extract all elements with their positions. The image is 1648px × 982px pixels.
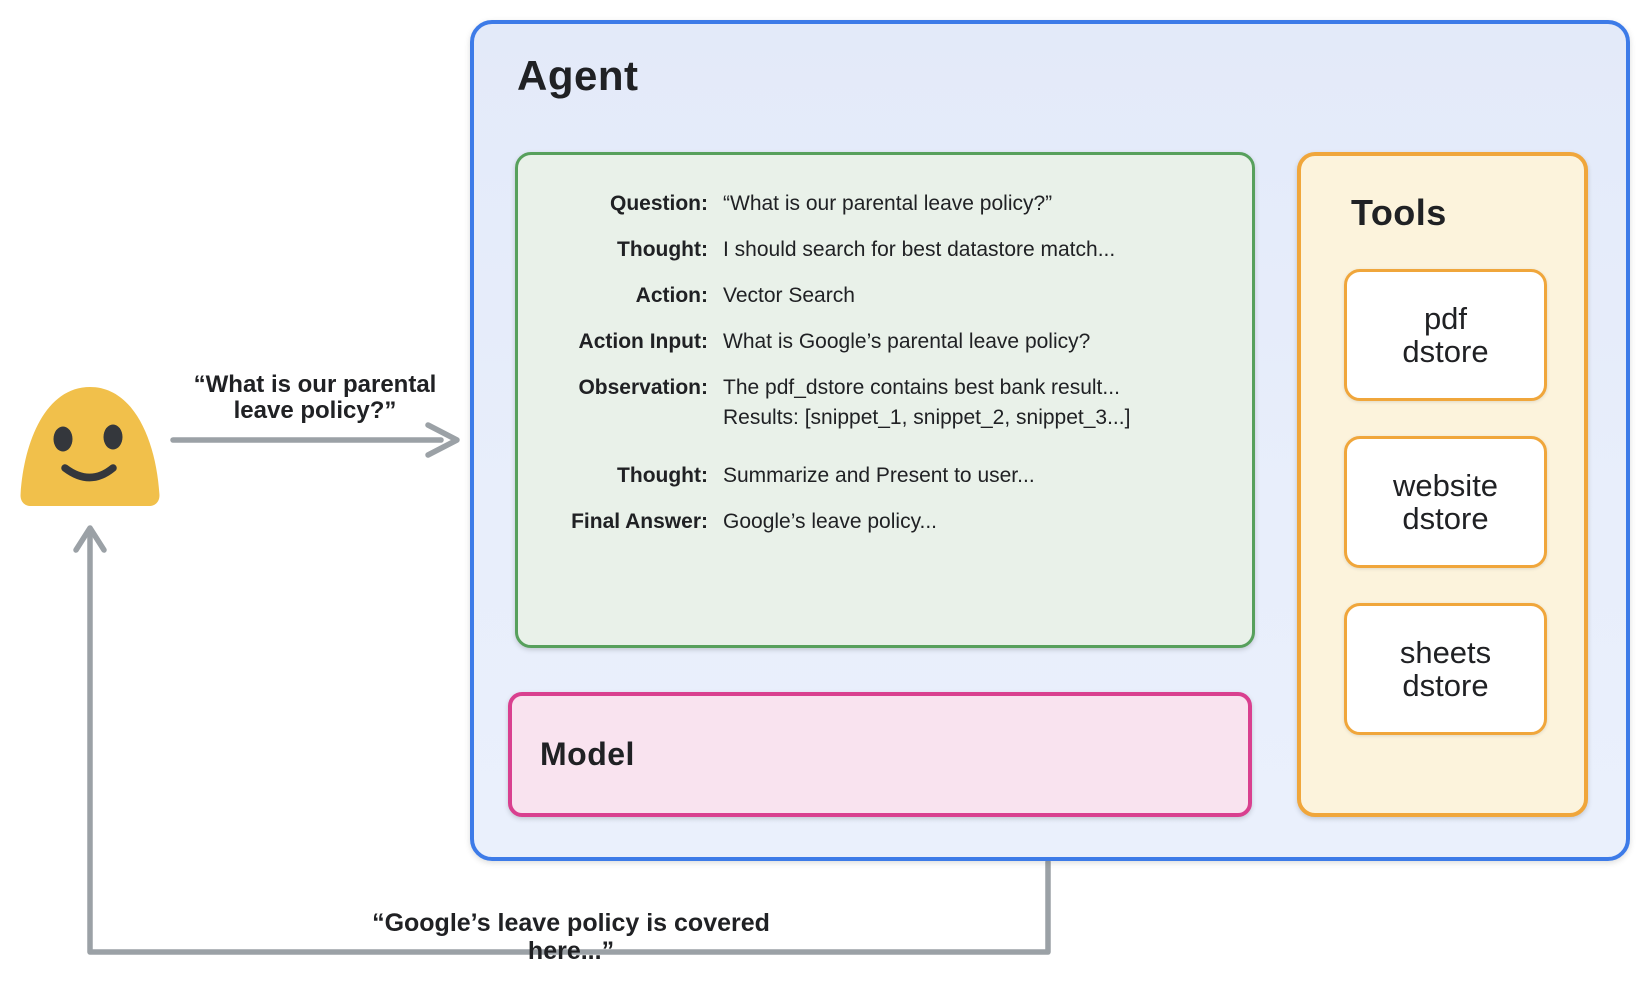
- trace-row-thought-1: Thought: I should search for best datast…: [518, 235, 1252, 265]
- tools-title: Tools: [1351, 192, 1447, 233]
- trace-value: “What is our parental leave policy?”: [723, 192, 1053, 215]
- tool-card-pdf-dstore: pdf dstore: [1344, 269, 1547, 401]
- model-box: Model: [508, 692, 1252, 817]
- trace-label: Thought:: [617, 464, 708, 487]
- user-query-arrow: [170, 422, 460, 458]
- reasoning-trace-box: Question: “What is our parental leave po…: [515, 152, 1255, 648]
- trace-row-action: Action: Vector Search: [518, 281, 1252, 311]
- trace-value: Summarize and Present to user...: [723, 464, 1035, 487]
- right-eye: [103, 424, 123, 450]
- trace-row-question: Question: “What is our parental leave po…: [518, 189, 1252, 219]
- tool-card-website-dstore: website dstore: [1344, 436, 1547, 568]
- trace-row-observation: Observation: The pdf_dstore contains bes…: [518, 373, 1252, 433]
- left-eye: [53, 426, 73, 452]
- blob-face: [20, 387, 160, 506]
- trace-row-final-answer: Final Answer: Google’s leave policy...: [518, 507, 1252, 537]
- trace-value: Google’s leave policy...: [723, 510, 938, 533]
- trace-value: What is Google’s parental leave policy?: [723, 330, 1091, 353]
- trace-label: Thought:: [617, 238, 708, 261]
- trace-label: Action Input:: [578, 330, 708, 353]
- trace-label: Action:: [635, 284, 708, 307]
- trace-label: Question:: [610, 192, 708, 215]
- trace-row-action-input: Action Input: What is Google’s parental …: [518, 327, 1252, 357]
- smile: [61, 464, 117, 482]
- tool-card-sheets-dstore: sheets dstore: [1344, 603, 1547, 735]
- tools-box: Tools pdf dstore website dstore sheets d…: [1297, 152, 1588, 817]
- trace-label: Observation:: [578, 376, 708, 399]
- trace-value: The pdf_dstore contains best bank result…: [723, 376, 1131, 429]
- trace-label: Final Answer:: [571, 510, 708, 533]
- trace-row-thought-2: Thought: Summarize and Present to user..…: [518, 461, 1252, 491]
- trace-value: I should search for best datastore match…: [723, 238, 1116, 261]
- user-emoji-icon: [20, 387, 160, 506]
- model-title: Model: [540, 736, 635, 772]
- agent-title: Agent: [517, 52, 639, 99]
- trace-value: Vector Search: [723, 284, 855, 307]
- agent-response-text: “Google’s leave policy is covered here..…: [372, 909, 770, 965]
- user-query-text: “What is our parental leave policy?”: [193, 371, 437, 424]
